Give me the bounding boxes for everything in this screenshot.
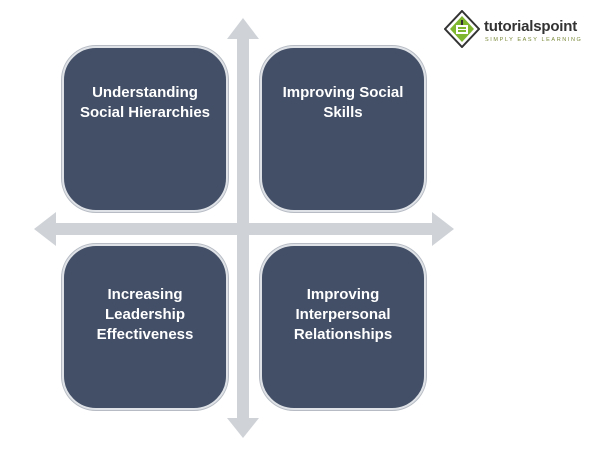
horizontal-axis-arrow — [34, 212, 454, 246]
tutorialspoint-logo-icon — [444, 10, 480, 48]
quadrant-label: Understanding Social Hierarchies — [79, 84, 211, 121]
quadrant-bottom-left: Increasing Leadership Effectiveness — [62, 244, 228, 410]
tutorialspoint-logo: tutorialspoint SIMPLY EASY LEARNING — [444, 10, 594, 50]
quadrant-label: Increasing Leadership Effectiveness — [96, 286, 194, 343]
quadrant-label: Improving Social Skills — [282, 84, 404, 121]
quadrant-bottom-right: Improving Interpersonal Relationships — [260, 244, 426, 410]
quadrant-label: Improving Interpersonal Relationships — [293, 286, 393, 343]
quadrant-top-left: Understanding Social Hierarchies — [62, 46, 228, 212]
quadrant-top-right: Improving Social Skills — [260, 46, 426, 212]
logo-tagline: SIMPLY EASY LEARNING — [485, 37, 583, 43]
logo-wordmark: tutorialspoint — [484, 18, 578, 35]
